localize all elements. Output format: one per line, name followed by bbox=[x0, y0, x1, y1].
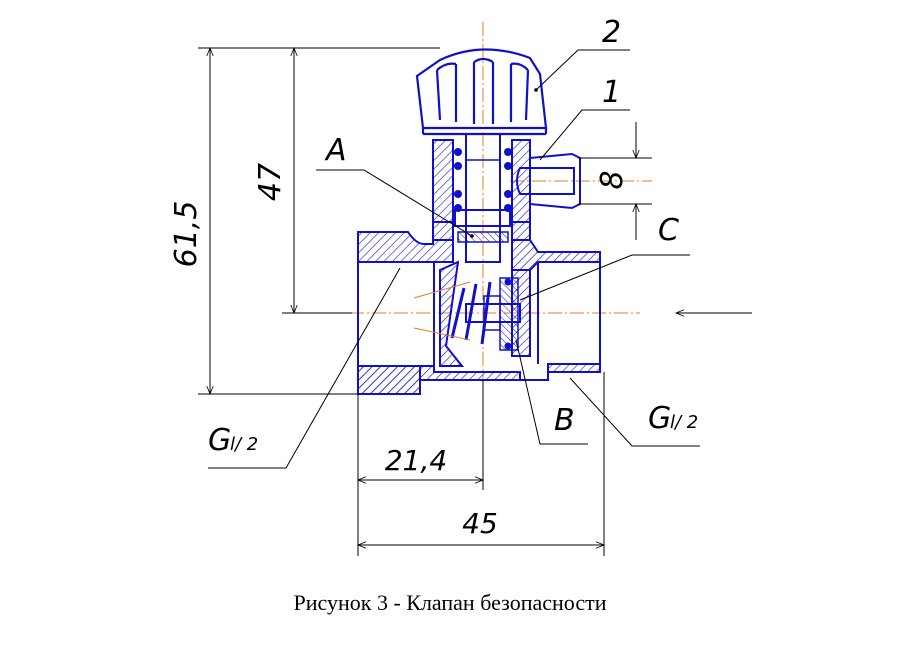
leaders bbox=[208, 49, 700, 469]
dim-axis-offset: 21,4 bbox=[385, 444, 447, 477]
figure-caption: Рисунок 3 - Клапан безопасности bbox=[293, 590, 607, 615]
dim-axis-height: 47 bbox=[253, 163, 288, 201]
thread-right-suffix: l/ 2 bbox=[670, 412, 698, 433]
label-point-c: C bbox=[658, 213, 679, 248]
thread-right-prefix: G bbox=[648, 401, 671, 436]
upper-spring bbox=[454, 148, 512, 212]
label-point-b: B bbox=[554, 403, 575, 438]
lower-spring-dots bbox=[504, 278, 512, 350]
thread-left-suffix: l/ 2 bbox=[230, 434, 258, 455]
dim-overall-length: 45 bbox=[462, 507, 498, 540]
handle-cap bbox=[415, 48, 548, 136]
dim-outlet-diameter: 8 bbox=[595, 170, 630, 189]
lower-spring bbox=[450, 281, 492, 345]
dim-overall-height: 61,5 bbox=[169, 201, 204, 268]
thread-label-left: G l/ 2 bbox=[208, 423, 258, 458]
bonnet bbox=[432, 134, 531, 263]
thread-label-right: G l/ 2 bbox=[648, 401, 698, 436]
label-part-2: 2 bbox=[602, 15, 621, 50]
label-point-a: A bbox=[324, 133, 347, 168]
valve-body bbox=[357, 231, 601, 395]
thread-left-prefix: G bbox=[208, 423, 231, 458]
flow-lines bbox=[413, 281, 471, 341]
dimension-lines bbox=[198, 46, 752, 556]
label-part-1: 1 bbox=[602, 75, 621, 110]
outlet-nozzle bbox=[516, 152, 581, 210]
leader-dots bbox=[470, 88, 538, 238]
